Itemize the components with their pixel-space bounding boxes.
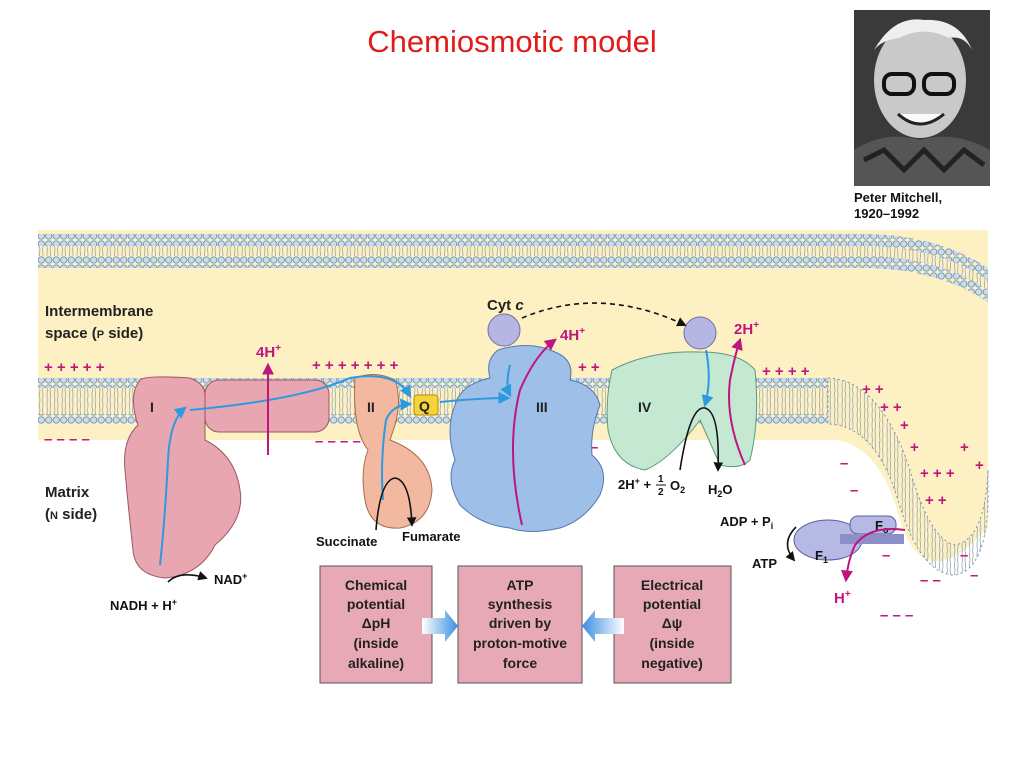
svg-text:+ + + +: + + + +: [762, 363, 810, 380]
svg-text:+ + +: + + +: [920, 465, 955, 482]
svg-text:– –: – –: [920, 572, 941, 589]
box-center-line-2: synthesis: [488, 596, 553, 612]
svg-text:– – – – –: – – – – –: [315, 433, 373, 450]
svg-text:+: +: [900, 417, 909, 434]
h2o-label: H2O: [708, 482, 733, 499]
svg-text:+ +: + +: [925, 492, 947, 509]
4h-label-complex-i: 4H+: [256, 343, 281, 361]
box-left-line-1: Chemical: [345, 577, 407, 593]
complex-iv: IV: [606, 351, 758, 471]
svg-text:–: –: [840, 455, 848, 472]
svg-text:+: +: [975, 457, 984, 474]
box-left-line-5: alkaline): [348, 655, 404, 671]
cyt-c-transfer-arrow: [521, 302, 687, 327]
complex-iv-label: IV: [638, 399, 652, 415]
matrix-space: [38, 440, 990, 685]
proton-flow: [262, 337, 906, 583]
succinate-label: Succinate: [316, 534, 377, 549]
box-center-line-1: ATP: [507, 577, 534, 593]
intermembrane-label: Intermembrane: [45, 303, 153, 320]
svg-text:–: –: [970, 567, 978, 584]
box-left-line-4: (inside: [353, 635, 398, 651]
2h-label-complex-iv: 2H+: [734, 320, 759, 338]
matrix-label: Matrix: [45, 484, 90, 501]
arrow-right-to-center: [582, 610, 624, 642]
4h-label-complex-iii: 4H+: [560, 326, 585, 344]
svg-text:– – – –: – – – –: [44, 431, 90, 448]
box-center-line-4: proton-motive: [473, 635, 567, 651]
nadh-label: NADH + H+: [110, 597, 177, 613]
cyt-c-label: Cyt c: [487, 297, 524, 314]
electrical-potential-box: Electrical potential Δψ (inside negative…: [613, 565, 732, 684]
reaction-arrows: [167, 407, 797, 583]
cyt-c-left: [487, 313, 521, 347]
portrait-caption: Peter Mitchell, 1920–1992: [854, 190, 942, 222]
portrait-photo: [854, 10, 990, 186]
box-left-line-2: potential: [347, 596, 405, 612]
complex-iii-label: III: [536, 399, 548, 415]
svg-text:–: –: [850, 482, 858, 499]
electron-flow: [159, 349, 714, 566]
svg-text:–: –: [960, 547, 968, 564]
svg-text:+ + + + +: + + + + +: [44, 359, 105, 376]
box-left-line-3: ΔpH: [362, 615, 391, 631]
box-right-line-5: negative): [641, 655, 702, 671]
h-label-atp-synthase: H+: [834, 589, 851, 607]
n-side-label: (N side): [45, 506, 97, 523]
f1-label: F1: [815, 548, 828, 565]
box-center-line-3: driven by: [489, 615, 551, 631]
atp-synthase: Fo F1: [793, 515, 904, 565]
portrait-name: Peter Mitchell,: [854, 190, 943, 205]
nad-label: NAD+: [214, 571, 247, 587]
svg-text:+: +: [910, 439, 919, 456]
complex-ii-label: II: [367, 399, 375, 415]
p-side-label: space (P side): [45, 325, 143, 342]
half-denominator: 2: [658, 487, 664, 498]
arrow-left-to-center: [422, 610, 458, 642]
slide-title: Chemiosmotic model: [367, 24, 657, 59]
svg-text:+ +: + +: [862, 381, 884, 398]
svg-text:– – –: – – –: [880, 607, 913, 624]
atp-synthesis-box: ATP synthesis driven by proton-motive fo…: [457, 565, 583, 684]
chemical-potential-box: Chemical potential ΔpH (inside alkaline): [319, 565, 433, 684]
svg-text:+ + + + + + +: + + + + + + +: [312, 357, 399, 374]
half-numerator: 1: [658, 474, 664, 485]
box-right-line-3: Δψ: [662, 615, 683, 631]
cyt-c-right: [683, 316, 717, 350]
ubiquinone-q: Q: [413, 394, 439, 416]
o2-label: O2: [670, 478, 685, 495]
complex-iii: III: [449, 345, 605, 532]
oxygen-equation: 2H+ +: [618, 476, 652, 492]
svg-text:–: –: [590, 439, 598, 456]
svg-text:–: –: [882, 547, 890, 564]
box-center-line-5: force: [503, 655, 537, 671]
box-right-line-4: (inside: [649, 635, 694, 651]
svg-text:+ +: + +: [880, 399, 902, 416]
complex-ii: II: [354, 374, 433, 529]
svg-text:+ +: + +: [578, 359, 600, 376]
svg-text:+: +: [960, 439, 969, 456]
adp-label: ADP + Pi: [720, 514, 773, 531]
q-label: Q: [419, 398, 430, 414]
box-right-line-1: Electrical: [641, 577, 703, 593]
outer-membrane: [38, 234, 988, 302]
complex-i-label: I: [150, 399, 154, 415]
portrait-years: 1920–1992: [854, 206, 920, 221]
charge-signs: + + + + + + + + + + + + + + + + + + + + …: [44, 357, 984, 624]
atp-label: ATP: [752, 556, 777, 571]
fumarate-label: Fumarate: [402, 529, 461, 544]
box-right-line-2: potential: [643, 596, 701, 612]
